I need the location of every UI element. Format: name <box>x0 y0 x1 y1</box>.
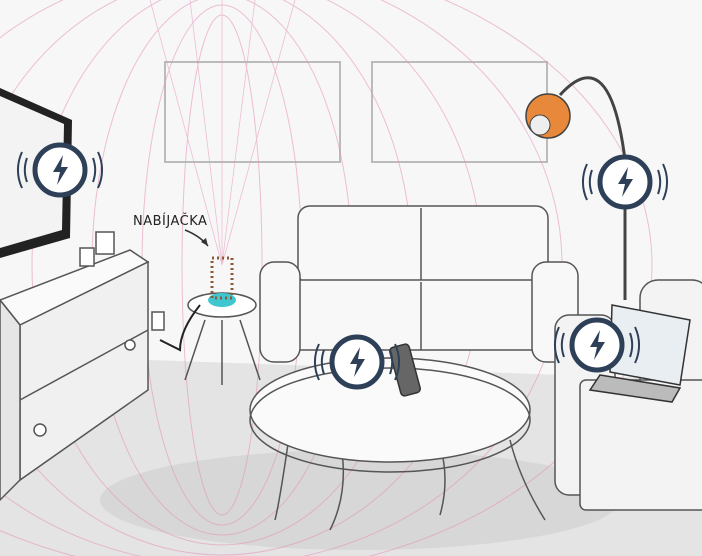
lightning-badge-lamp-icon <box>582 154 668 210</box>
window-left <box>164 61 341 163</box>
laptop <box>588 304 691 403</box>
tv-shelf <box>0 231 150 502</box>
phone <box>389 343 421 397</box>
coffee-table <box>249 357 546 531</box>
lightning-badge-tv-icon <box>17 142 103 198</box>
lightning-badge-laptop-icon <box>554 317 640 373</box>
wireless-charger <box>208 256 236 307</box>
charger-label: NABÍJAČKA <box>133 214 208 229</box>
sofa <box>259 205 579 363</box>
lightning-badge-phone-icon <box>314 334 400 390</box>
floor-lamp <box>525 76 627 300</box>
